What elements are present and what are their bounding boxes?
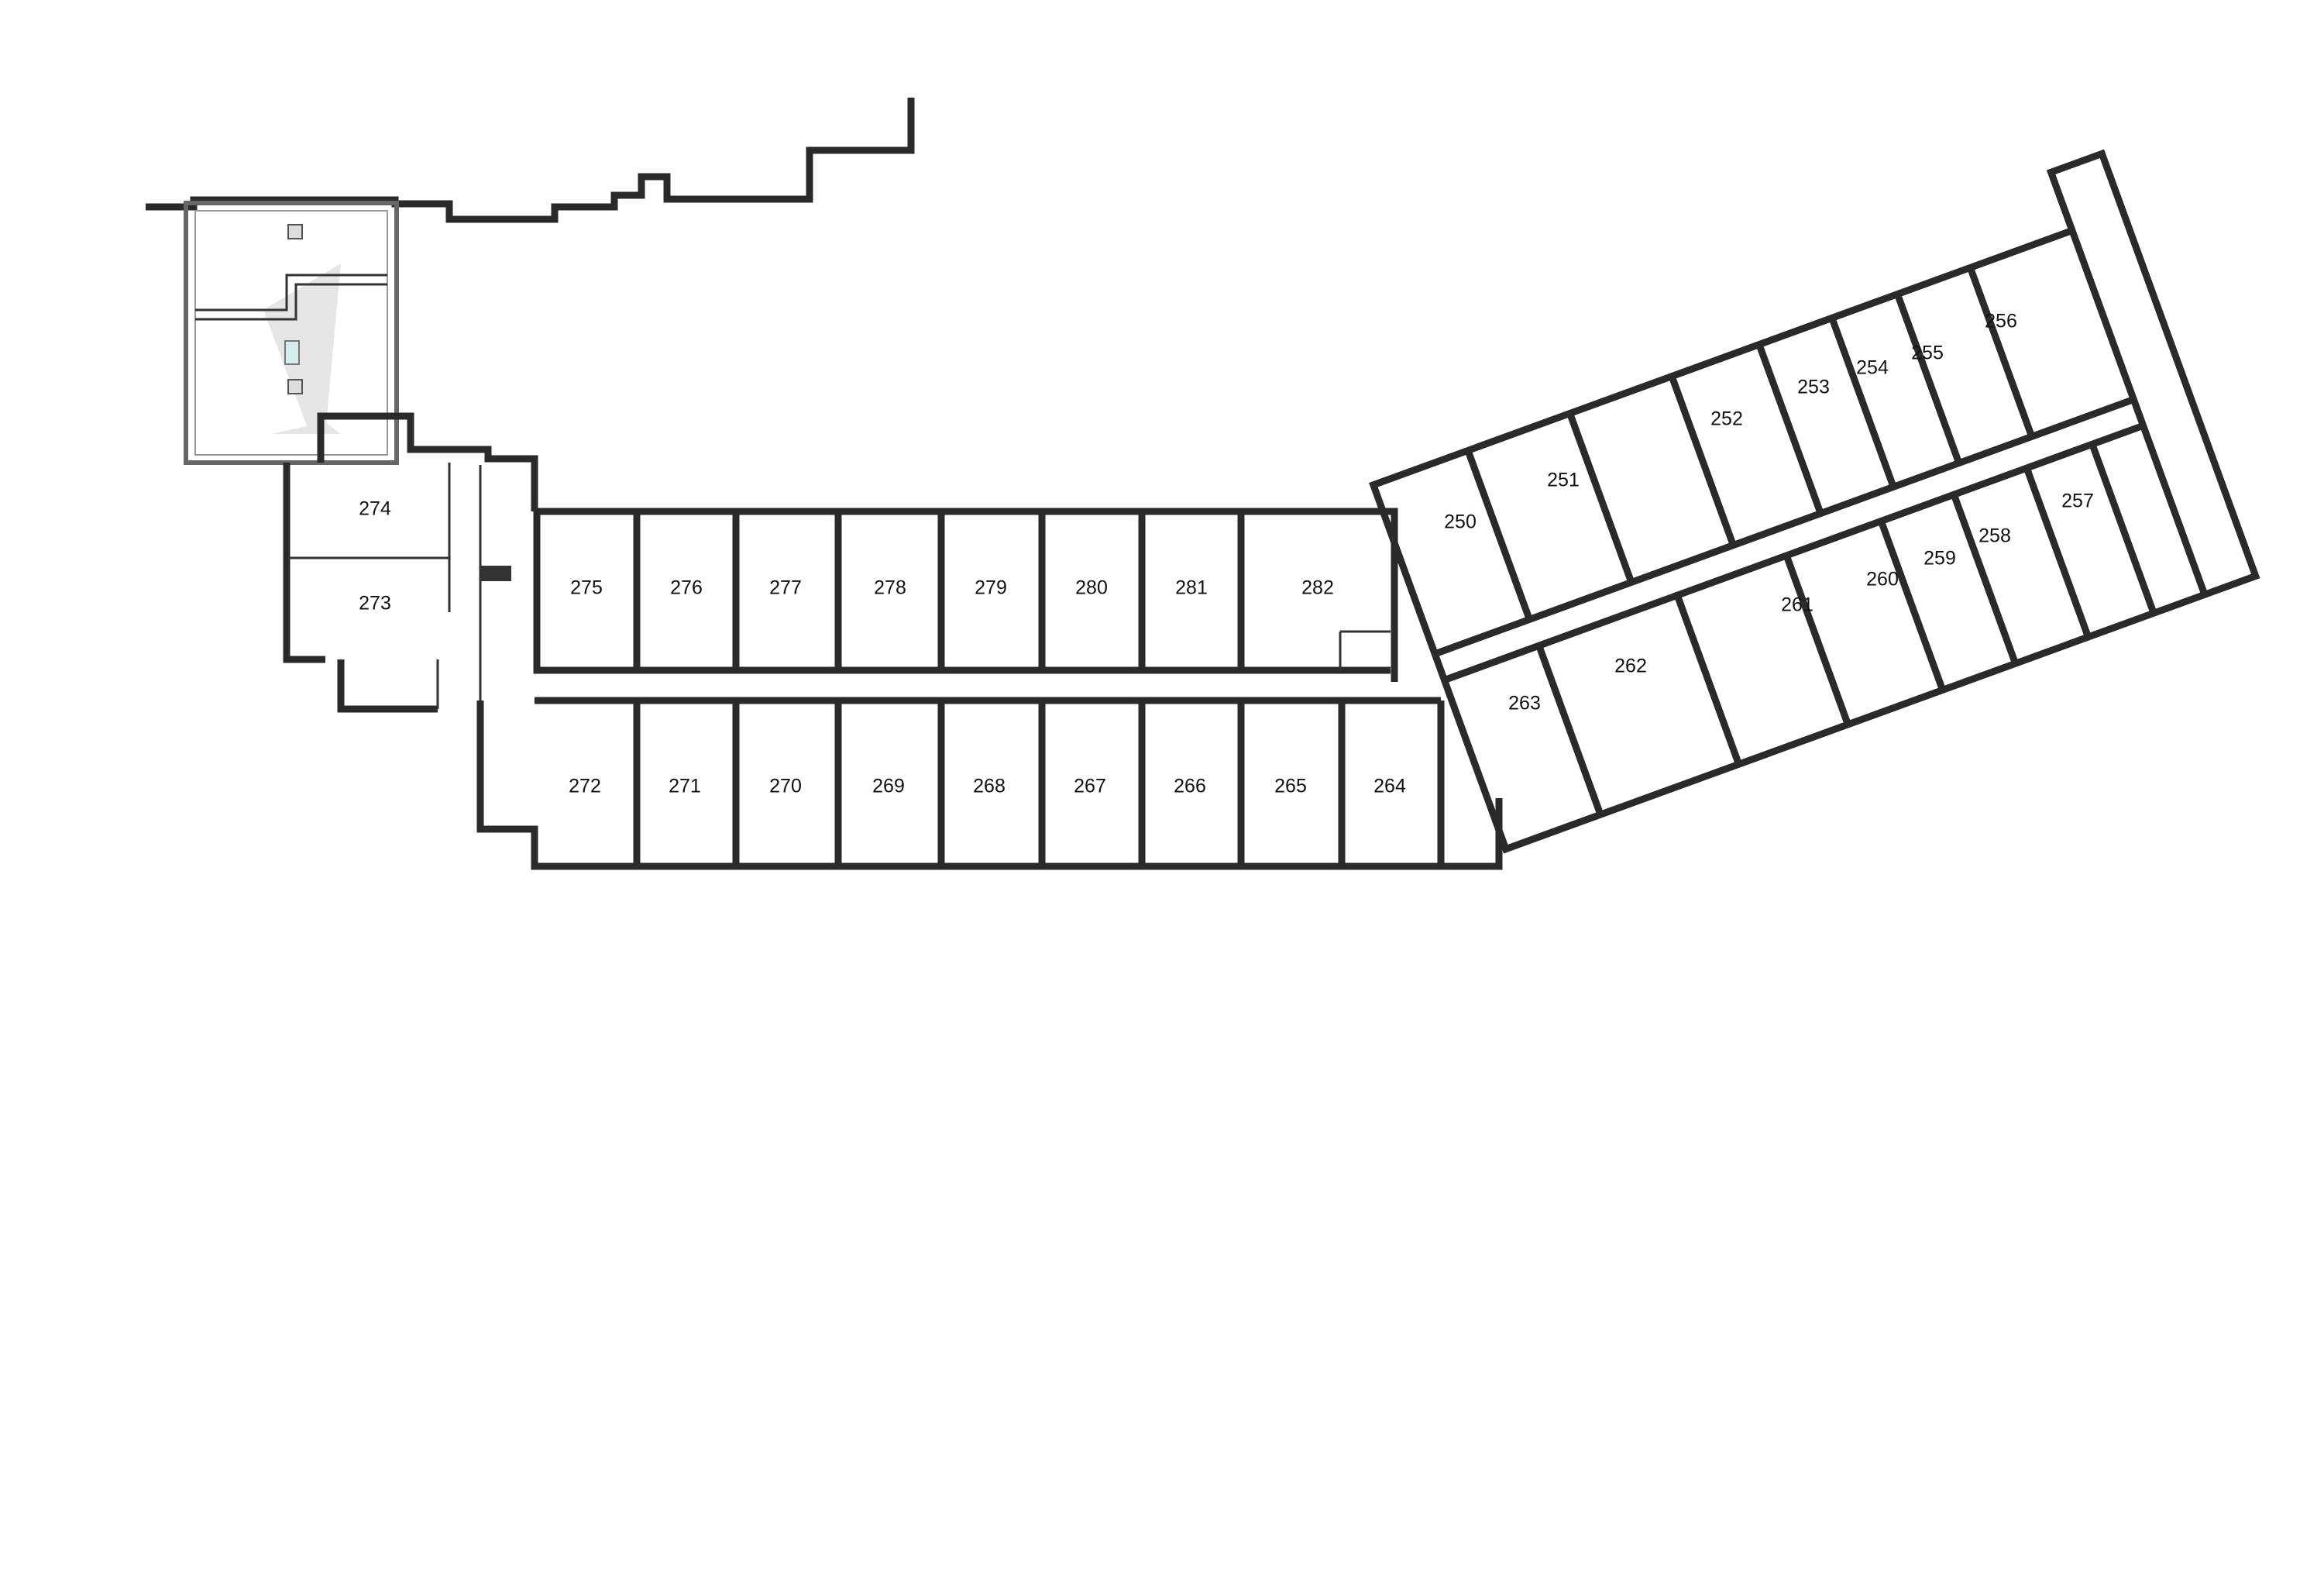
room-label-281[interactable]: 281 bbox=[1175, 577, 1208, 599]
room-divider-wall bbox=[1878, 519, 1946, 691]
room-label-277[interactable]: 277 bbox=[769, 577, 802, 599]
room-divider-wall bbox=[1673, 594, 1742, 766]
room-label-275[interactable]: 275 bbox=[570, 577, 603, 599]
room-label-252[interactable]: 252 bbox=[1710, 408, 1743, 430]
room-label-256[interactable]: 256 bbox=[1985, 311, 2017, 332]
room-label-267[interactable]: 267 bbox=[1074, 776, 1106, 797]
room-label-257[interactable]: 257 bbox=[2061, 491, 2094, 512]
room-divider-wall bbox=[1967, 266, 2035, 438]
room-label-274[interactable]: 274 bbox=[359, 498, 391, 520]
room-label-251[interactable]: 251 bbox=[1547, 470, 1580, 491]
site-boundary-wall bbox=[146, 98, 915, 223]
room-label-269[interactable]: 269 bbox=[872, 776, 905, 797]
room-divider-wall bbox=[1951, 493, 2019, 665]
room-label-250[interactable]: 250 bbox=[1444, 511, 1477, 533]
room-label-260[interactable]: 260 bbox=[1866, 569, 1899, 590]
room-label-261[interactable]: 261 bbox=[1781, 594, 1813, 616]
room-label-278[interactable]: 278 bbox=[874, 577, 906, 599]
west-block-walls bbox=[283, 412, 538, 821]
atrium-stair bbox=[184, 201, 399, 465]
room-label-271[interactable]: 271 bbox=[669, 776, 701, 797]
room-divider-wall bbox=[2023, 466, 2092, 639]
room-divider-wall bbox=[1755, 343, 1824, 515]
room-label-279[interactable]: 279 bbox=[975, 577, 1007, 599]
room-label-270[interactable]: 270 bbox=[769, 776, 802, 797]
room-divider-wall bbox=[1535, 644, 1604, 816]
room-label-282[interactable]: 282 bbox=[1301, 577, 1334, 599]
room-divider-wall bbox=[1566, 411, 1635, 584]
room-label-268[interactable]: 268 bbox=[973, 776, 1006, 797]
room-label-258[interactable]: 258 bbox=[1978, 525, 2011, 547]
room-divider-wall bbox=[1894, 293, 1962, 465]
room-label-263[interactable]: 263 bbox=[1508, 693, 1541, 714]
room-label-255[interactable]: 255 bbox=[1911, 343, 1944, 364]
room-divider-wall bbox=[1828, 316, 1897, 488]
room-label-280[interactable]: 280 bbox=[1075, 577, 1108, 599]
angled-wing-walls bbox=[1369, 149, 2260, 854]
room-label-264[interactable]: 264 bbox=[1373, 776, 1406, 797]
room-divider-wall bbox=[2089, 442, 2157, 614]
room-divider-wall bbox=[1464, 449, 1533, 621]
room-divider-wall bbox=[1668, 375, 1737, 547]
room-label-259[interactable]: 259 bbox=[1923, 548, 1956, 570]
room-label-266[interactable]: 266 bbox=[1174, 776, 1206, 797]
room-label-262[interactable]: 262 bbox=[1614, 656, 1647, 677]
room-label-265[interactable]: 265 bbox=[1274, 776, 1307, 797]
room-label-272[interactable]: 272 bbox=[569, 776, 601, 797]
room-label-253[interactable]: 253 bbox=[1797, 377, 1830, 398]
straight-wing-walls bbox=[476, 508, 1503, 870]
room-divider-wall bbox=[1783, 554, 1851, 726]
room-label-254[interactable]: 254 bbox=[1856, 357, 1889, 379]
room-label-276[interactable]: 276 bbox=[670, 577, 703, 599]
room-label-273[interactable]: 273 bbox=[359, 593, 391, 614]
